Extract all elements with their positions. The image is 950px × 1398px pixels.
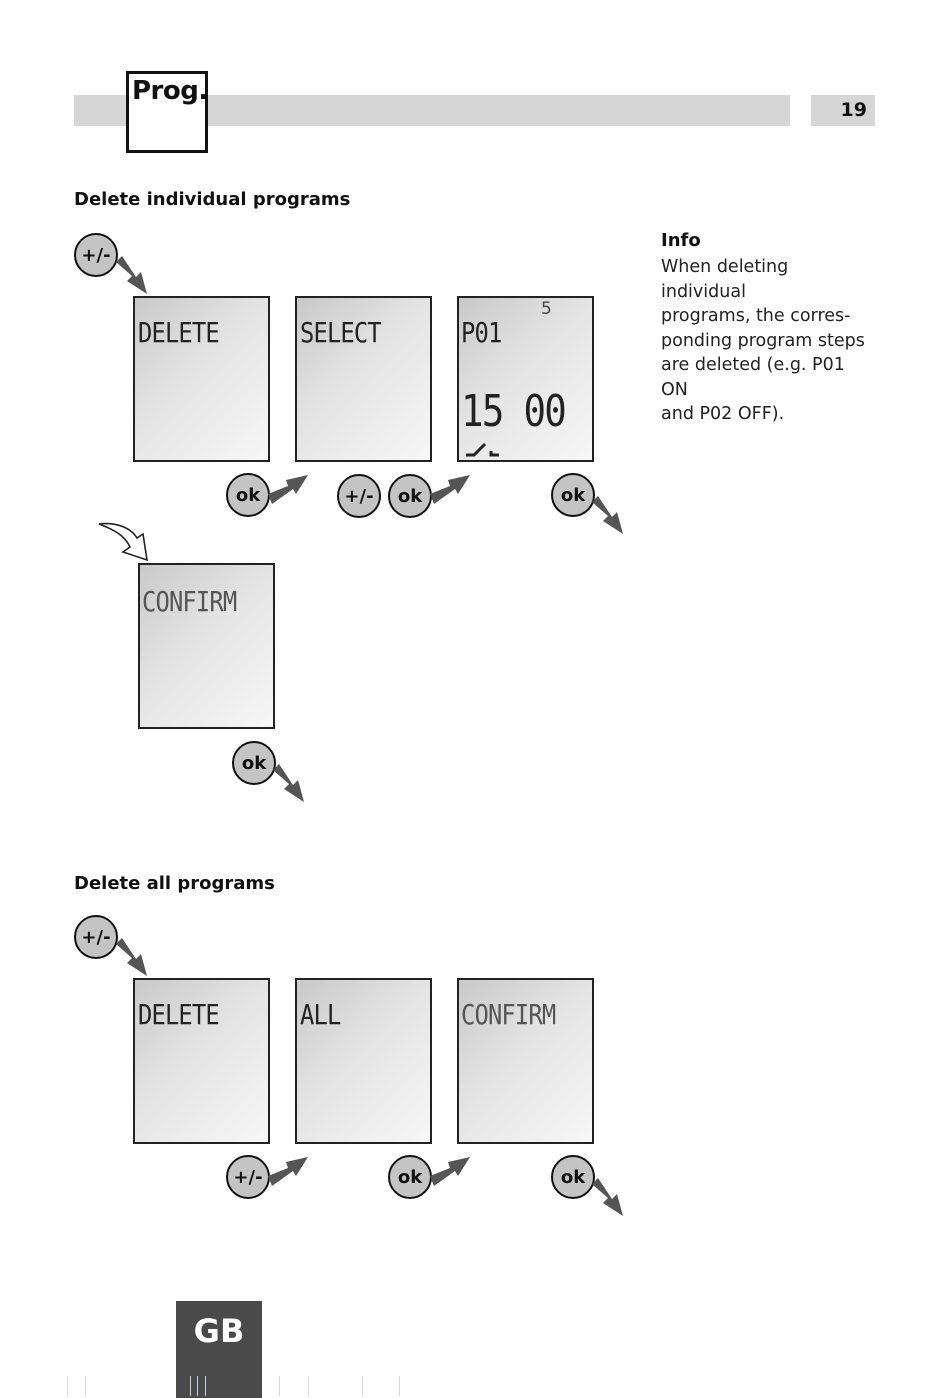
- lcd-screen-delete: DELETE: [133, 296, 270, 462]
- prog-box: [126, 71, 208, 153]
- lcd-screen-delete: DELETE: [133, 978, 270, 1144]
- section-title-individual: Delete individual programs: [74, 189, 351, 210]
- info-line: are deleted (e.g. P01 ON: [661, 355, 845, 400]
- arrow-up-right-icon: [430, 1157, 470, 1186]
- arrow-right-down-icon: [592, 496, 623, 534]
- info-line: programs, the corres-: [661, 306, 851, 326]
- plus-minus-button[interactable]: +/-: [226, 1155, 270, 1199]
- arrow-right-down-icon: [273, 764, 304, 802]
- arrow-right-down-icon: [116, 256, 147, 294]
- switch-symbol-icon: [466, 442, 499, 457]
- crop-mark: [399, 1376, 400, 1396]
- lcd-text: CONFIRM: [142, 585, 237, 618]
- plus-minus-button[interactable]: +/-: [74, 915, 118, 959]
- crop-mark: [67, 1376, 68, 1396]
- lcd-text: CONFIRM: [461, 998, 556, 1031]
- crop-mark: [190, 1376, 191, 1396]
- lcd-time: 15 00: [461, 386, 567, 437]
- ok-button[interactable]: ok: [551, 1155, 595, 1199]
- section-title-all: Delete all programs: [74, 873, 275, 894]
- info-title: Info: [661, 230, 701, 251]
- language-label: GB: [193, 1312, 245, 1350]
- lcd-screen-select: SELECT: [295, 296, 432, 462]
- ok-button[interactable]: ok: [226, 473, 270, 517]
- lcd-text: SELECT: [300, 316, 382, 349]
- arrow-up-right-icon: [268, 475, 308, 504]
- crop-mark: [205, 1376, 206, 1396]
- ok-button[interactable]: ok: [388, 1155, 432, 1199]
- prog-label: Prog.: [132, 76, 208, 106]
- lcd-text: ALL: [300, 998, 341, 1031]
- plus-minus-button[interactable]: +/-: [337, 474, 381, 518]
- page-number-box: [811, 95, 875, 126]
- crop-mark: [197, 1376, 198, 1396]
- page-number: 19: [840, 99, 867, 121]
- ok-button[interactable]: ok: [232, 741, 276, 785]
- lcd-screen-all: ALL: [295, 978, 432, 1144]
- lcd-text: DELETE: [138, 316, 220, 349]
- lcd-text: DELETE: [138, 998, 220, 1031]
- arrow-right-down-icon: [116, 938, 147, 976]
- arrow-up-right-icon: [268, 1157, 308, 1186]
- crop-mark: [279, 1376, 280, 1396]
- lcd-screen-confirm: CONFIRM: [138, 563, 275, 729]
- crop-mark: [362, 1376, 363, 1396]
- crop-mark: [85, 1376, 86, 1396]
- arrow-right-down-icon: [592, 1178, 623, 1216]
- info-line: When deleting individual: [661, 257, 789, 302]
- crop-mark: [308, 1376, 309, 1396]
- info-line: and P02 OFF).: [661, 404, 785, 424]
- lcd-screen-program: 5 P01 15 00: [457, 296, 594, 462]
- lcd-program: P01: [461, 316, 502, 349]
- outline-arrow-icon: [98, 522, 148, 562]
- lcd-day: 5: [541, 299, 552, 319]
- info-line: ponding program steps: [661, 330, 865, 351]
- ok-button[interactable]: ok: [388, 474, 432, 518]
- arrow-up-right-icon: [430, 475, 470, 504]
- lcd-screen-confirm: CONFIRM: [457, 978, 594, 1144]
- plus-minus-button[interactable]: +/-: [74, 233, 118, 277]
- ok-button[interactable]: ok: [551, 473, 595, 517]
- info-body: When deleting individual programs, the c…: [661, 255, 871, 427]
